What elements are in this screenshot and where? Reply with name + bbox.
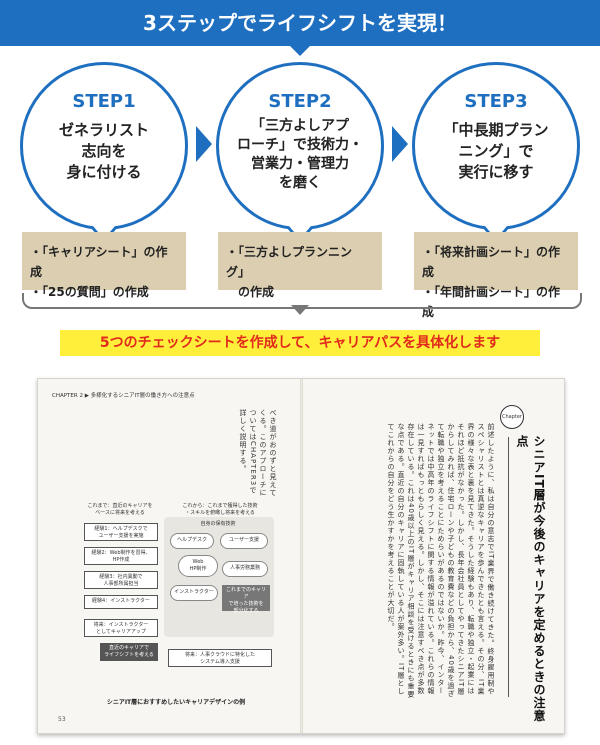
diagram-step-2: 経験2：Web制作を習得、 HP作成	[84, 547, 158, 565]
step1-text: ゼネラリスト 志向を 身に付ける	[58, 121, 149, 181]
arrow-right-icon	[392, 126, 408, 162]
left-page-body: べき道がおのずと見えてくる。このアプローチについてはCHAPTER3で詳しく説明…	[239, 409, 277, 497]
right-page-heading: シニアIT層が今後のキャリアを定めるときの注意点	[515, 435, 546, 723]
skill-bubble-user-support: ユーザー支援	[220, 533, 268, 549]
skill-bubble-helpdesk: ヘルプデスク	[170, 533, 214, 549]
step1-item-1: ・「キャリアシート」の作成	[30, 245, 168, 279]
right-page-number: 52	[536, 716, 544, 723]
brace-tip-icon	[291, 305, 309, 315]
step1-item-2: ・「25の質問」の作成	[30, 285, 149, 299]
diagram-right-result: 将来：人事クラウドに特化した システム導入支援	[168, 649, 272, 667]
step2-text: 「三方よしアプ ローチ」で技術力・ 営業力・管理力 を磨く	[237, 118, 363, 191]
summary-highlight: 5つのチェックシートを作成して、キャリアパスを具体化します	[60, 330, 540, 356]
diagram-right-header: 自身の保有技術	[200, 521, 236, 527]
step3-checklist: ・「将来計画シート」の作成 ・「年間計画シート」の作成	[414, 232, 578, 319]
skill-bubble-instructor: インストラクター	[170, 585, 218, 601]
step1-label: STEP1	[72, 91, 136, 112]
diagram-caption: シニアIT層におすすめしたいキャリアデザインの例	[106, 699, 246, 706]
diagram-right-note: これまでのキャリア で培った技術を 部分化する	[222, 585, 270, 614]
diagram-left-note: 直近のキャリアで ライフシフトを考える	[100, 643, 158, 661]
step2-circle: STEP2 「三方よしアプ ローチ」で技術力・ 営業力・管理力 を磨く	[216, 62, 384, 230]
step2-label: STEP2	[268, 91, 332, 112]
step3-circle: STEP3 「中長期プラン ニング」で 実行に移す	[412, 62, 580, 230]
book-spine	[300, 379, 303, 733]
diagram-step-1: 経験1：ヘルプデスクで ユーザー支援を実施	[84, 523, 158, 541]
step2-checklist: ・「三方よしプランニング」 の作成	[218, 232, 382, 299]
step1-circle: STEP1 ゼネラリスト 志向を 身に付ける	[20, 62, 188, 230]
left-page-number: 53	[58, 716, 66, 723]
right-page-body: 前述したように、私は自分の意志でIT業界で働き続けてきた。終身雇用制やスペシャリ…	[387, 423, 495, 699]
banner-title: 3ステップでライフシフトを実現！	[0, 0, 600, 56]
diagram-left-title: これまで：直近のキャリアを ベースに将来を考える	[87, 503, 153, 516]
arrow-right-icon	[196, 126, 212, 162]
diagram-left-result: 将来：インストラクター としてキャリアアップ	[84, 619, 158, 637]
chapter-header: CHAPTER 2 ▶ 多様化するシニアIT層の働き方への注意点	[52, 393, 195, 399]
career-diagram: これまで：直近のキャリアを ベースに将来を考える 経験1：ヘルプデスクで ユーザ…	[78, 503, 274, 693]
diagram-step-3: 経験3：社内異動で 人事部所属担当	[84, 571, 158, 589]
step3-label: STEP3	[464, 91, 528, 112]
summary-text: 5つのチェックシートを作成して、キャリアパスを具体化します	[99, 335, 501, 351]
diagram-right-title: これから：これまで獲得した技術 ・スキルを俯瞰し将来を考える	[182, 503, 258, 516]
diagram-step-4: 経験4：インストラクター	[84, 595, 158, 609]
step1-checklist: ・「キャリアシート」の作成 ・「25の質問」の作成	[22, 232, 186, 299]
chapter-sticker-icon: Chapter	[500, 405, 524, 429]
step2-item-1: ・「三方よしプランニング」 の作成	[226, 245, 353, 299]
heading-rule	[508, 437, 509, 697]
skill-bubble-web: Web HP制作	[178, 555, 218, 577]
step3-text: 「中長期プラン ニング」で 実行に移す	[443, 121, 549, 181]
skill-bubble-hr: 人事労務業務	[222, 561, 268, 577]
step3-item-1: ・「将来計画シート」の作成	[422, 245, 561, 279]
book-spread-image: CHAPTER 2 ▶ 多様化するシニアIT層の働き方への注意点 べき道がおのず…	[37, 378, 565, 734]
